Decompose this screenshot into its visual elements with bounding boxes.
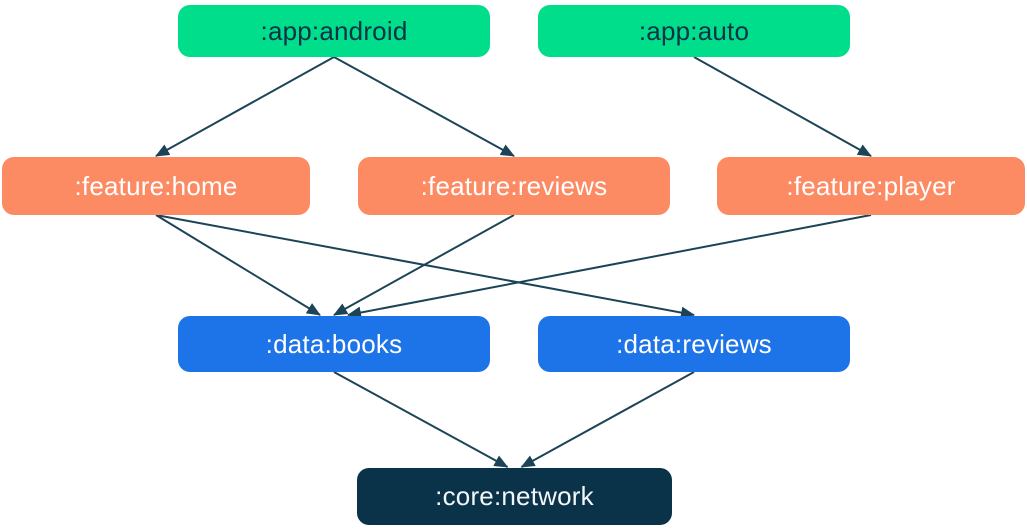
edge-feature-player-data-books xyxy=(347,214,872,319)
edge-feature-home-data-books xyxy=(155,214,321,316)
node-app-android: :app:android xyxy=(178,5,490,57)
node-feature-reviews: :feature:reviews xyxy=(358,157,670,215)
edge-data-books-core-network xyxy=(333,371,509,468)
edge-data-reviews-core-network xyxy=(520,371,695,468)
edge-app-android-feature-reviews xyxy=(333,56,515,157)
edge-feature-home-data-reviews xyxy=(155,214,695,319)
node-feature-player: :feature:player xyxy=(717,157,1025,215)
edge-app-auto-feature-player xyxy=(693,56,872,157)
node-data-reviews: :data:reviews xyxy=(538,316,850,372)
node-data-books: :data:books xyxy=(178,316,490,372)
node-app-auto: :app:auto xyxy=(538,5,850,57)
node-core-network: :core:network xyxy=(357,468,672,525)
edge-app-android-feature-home xyxy=(155,56,335,157)
node-feature-home: :feature:home xyxy=(2,157,310,215)
edge-feature-reviews-data-books xyxy=(333,214,515,316)
